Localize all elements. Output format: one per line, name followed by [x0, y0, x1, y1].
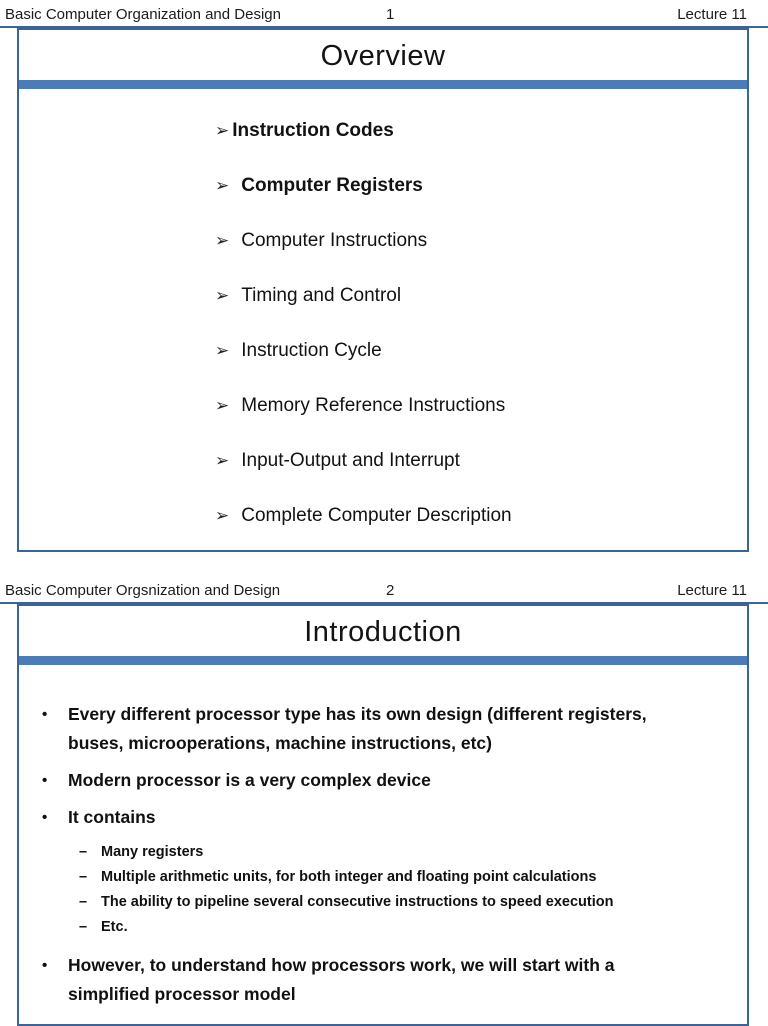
sub-bullet-item: – Multiple arithmetic units, for both in…: [79, 865, 709, 890]
header-page-number: 2: [386, 582, 395, 599]
dash-bullet-icon: –: [79, 919, 88, 935]
overview-topic-list: ➢Instruction Codes ➢Computer Registers ➢…: [19, 89, 747, 526]
topic-label: Complete Computer Description: [241, 505, 512, 526]
dash-bullet-icon: –: [79, 894, 88, 910]
topic-label: Input-Output and Interrupt: [241, 450, 460, 471]
slide-2-title: Introduction: [304, 616, 462, 648]
arrow-bullet-icon: ➢: [215, 286, 230, 305]
sub-bullet-item: – Etc.: [79, 915, 709, 940]
list-item: ➢ Computer Instructions: [215, 230, 747, 251]
list-item: ➢ Instruction Cycle: [215, 340, 747, 361]
dot-bullet-icon: •: [42, 809, 48, 826]
dot-bullet-icon: •: [42, 706, 48, 723]
list-item: ➢ Complete Computer Description: [215, 505, 747, 526]
arrow-bullet-icon: ➢: [215, 231, 230, 250]
slide-2: Basic Computer Orgsnization and Design 2…: [0, 576, 768, 1026]
bullet-item: • It contains: [42, 803, 709, 832]
list-item: ➢Instruction Codes: [215, 120, 747, 141]
list-item: ➢ Timing and Control: [215, 285, 747, 306]
slide-2-frame: Introduction • Every different processor…: [17, 604, 749, 1026]
arrow-bullet-icon: ➢: [215, 506, 230, 525]
dash-bullet-icon: –: [79, 869, 88, 885]
list-item: ➢ Computer Registers: [215, 175, 747, 196]
header-page-number: 1: [386, 6, 395, 23]
slide-1: Basic Computer Organization and Design 1…: [0, 0, 768, 552]
bullet-item: • However, to understand how processors …: [42, 951, 709, 1009]
topic-label: Computer Registers: [241, 175, 423, 196]
arrow-bullet-icon: ➢: [215, 176, 230, 195]
slide-2-header: Basic Computer Orgsnization and Design 2…: [0, 576, 768, 604]
topic-label: Computer Instructions: [241, 230, 428, 251]
dot-bullet-icon: •: [42, 957, 48, 974]
introduction-body: • Every different processor type has its…: [19, 665, 747, 1009]
bullet-item: • Modern processor is a very complex dev…: [42, 766, 709, 795]
header-course-title: Basic Computer Organization and Design: [5, 6, 281, 23]
list-item: ➢ Input-Output and Interrupt: [215, 450, 747, 471]
arrow-bullet-icon: ➢: [215, 451, 230, 470]
sub-bullet-item: – Many registers: [79, 840, 709, 865]
sub-bullet-item: – The ability to pipeline several consec…: [79, 890, 709, 915]
slide-1-frame: Overview ➢Instruction Codes ➢Computer Re…: [17, 28, 749, 552]
arrow-bullet-icon: ➢: [215, 396, 230, 415]
sub-bullet-text: Multiple arithmetic units, for both inte…: [101, 869, 597, 885]
header-lecture-label: Lecture 11: [677, 6, 747, 23]
dot-bullet-icon: •: [42, 772, 48, 789]
topic-label: Timing and Control: [241, 285, 402, 306]
slide-1-header: Basic Computer Organization and Design 1…: [0, 0, 768, 28]
slide-gap: [0, 552, 768, 576]
arrow-bullet-icon: ➢: [215, 121, 230, 140]
slide-1-title: Overview: [320, 40, 446, 72]
topic-label: Memory Reference Instructions: [241, 395, 506, 416]
sub-bullet-text: Many registers: [101, 844, 204, 860]
topic-label: Instruction Codes: [232, 120, 394, 141]
bullet-text: However, to understand how processors wo…: [68, 955, 615, 1004]
bullet-text: It contains: [68, 807, 156, 827]
arrow-bullet-icon: ➢: [215, 341, 230, 360]
bullet-item: • Every different processor type has its…: [42, 700, 709, 758]
title-divider-bar: [19, 80, 747, 89]
bullet-text: Every different processor type has its o…: [68, 704, 647, 753]
title-divider-bar: [19, 656, 747, 665]
topic-label: Instruction Cycle: [241, 340, 382, 361]
sub-bullet-text: Etc.: [101, 919, 128, 935]
bullet-text: Modern processor is a very complex devic…: [68, 770, 431, 790]
dash-bullet-icon: –: [79, 844, 88, 860]
header-course-title: Basic Computer Orgsnization and Design: [5, 582, 281, 599]
list-item: ➢ Memory Reference Instructions: [215, 395, 747, 416]
sub-bullet-text: The ability to pipeline several consecut…: [101, 894, 614, 910]
header-lecture-label: Lecture 11: [677, 582, 747, 599]
